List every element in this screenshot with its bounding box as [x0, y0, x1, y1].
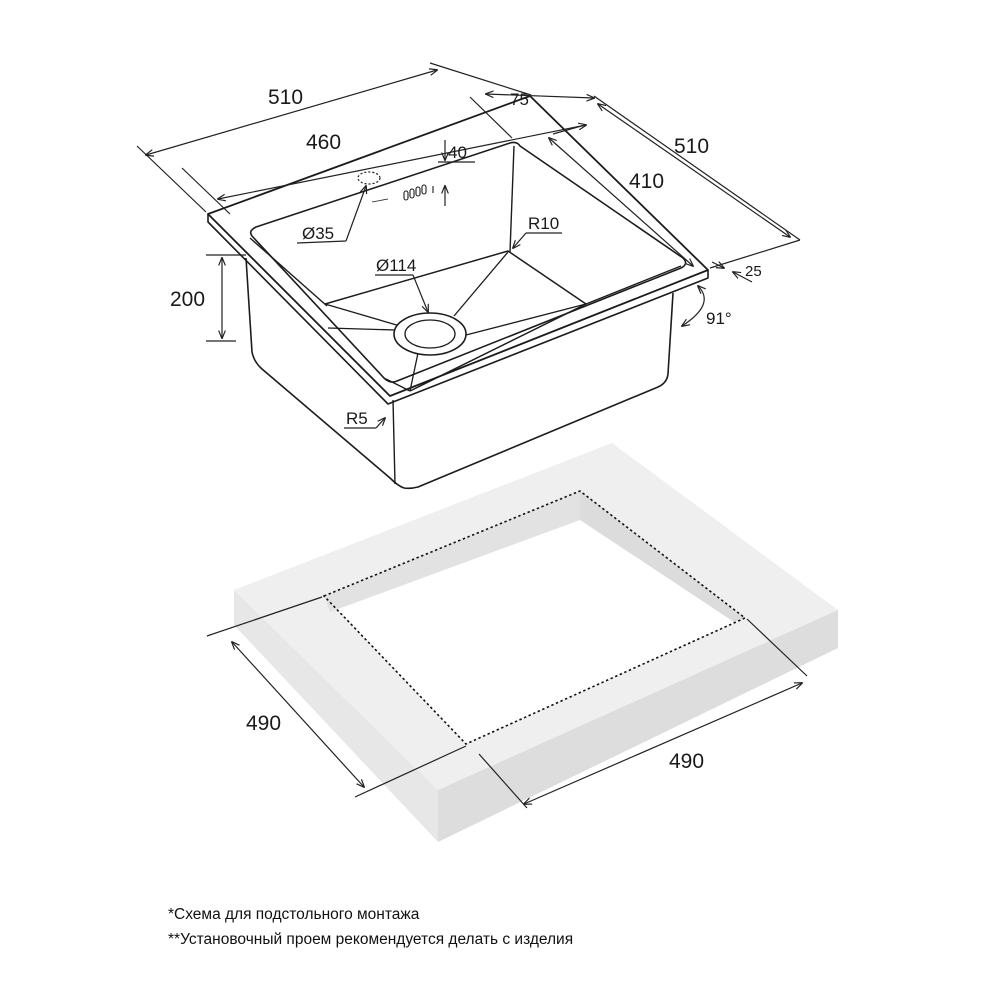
label-drain: Ø114: [376, 256, 416, 275]
note-line-2: **Установочный проем рекомендуется делат…: [168, 931, 574, 948]
leader-tap-hole: [345, 186, 366, 242]
dim-line-rim-side: [711, 262, 724, 268]
dim-line-cutout-right: [524, 683, 802, 804]
leader-drain: [412, 274, 428, 312]
label-cutout-width: 490: [669, 750, 704, 773]
dim-line-cutout-left: [232, 642, 364, 787]
dim-line-width-inner: [218, 125, 586, 199]
label-depth-inner: 410: [629, 170, 664, 193]
label-width-outer: 510: [268, 86, 303, 109]
cutout-wall-back-left: [324, 491, 580, 612]
leader-r5: [375, 418, 385, 429]
label-height: 200: [170, 288, 205, 311]
dim-line-rim-back: [486, 94, 594, 98]
sink-rim-edge: [207, 214, 709, 405]
drain-outer: [393, 312, 467, 356]
slab-top-face: [234, 443, 838, 790]
label-rim-side: 25: [745, 263, 762, 280]
sink-inner-corner-left: [249, 237, 328, 307]
drain-slope-lines: [324, 251, 587, 392]
note-line-1: *Схема для подстольного монтажа: [168, 906, 420, 923]
angle-arc: [682, 286, 704, 326]
label-tap-offset: 40: [448, 143, 467, 162]
sink-outer-corner-edge: [392, 399, 396, 485]
leader-r10: [513, 232, 527, 248]
label-tap-hole: Ø35: [302, 224, 334, 243]
label-r5: R5: [346, 409, 368, 428]
cutout-wall-back-right: [580, 491, 745, 622]
label-rim-back: 75: [510, 90, 529, 109]
label-angle: 91°: [706, 309, 732, 328]
dim-line-depth-inner: [549, 138, 693, 266]
sink-inner-corner-front: [385, 378, 411, 392]
sink-bowl-bottom: [324, 250, 587, 392]
label-width-inner: 460: [306, 131, 341, 154]
sink-inner-corner-right: [585, 265, 682, 305]
sink-outer-wall-left: [245, 257, 405, 489]
label-cutout-depth: 490: [246, 712, 281, 735]
installation-notes: *Схема для подстольного монтажа **Устано…: [168, 902, 573, 952]
dim-line-width-outer: [146, 70, 437, 155]
label-r10: R10: [528, 214, 559, 233]
slab-front-right-face: [438, 610, 838, 842]
cutout-dimensions: [206, 596, 808, 809]
countertop-slab: [234, 443, 838, 842]
label-depth-outer: 510: [674, 135, 709, 158]
drain-inner: [404, 319, 456, 349]
sink-dimension-lines: [136, 62, 801, 429]
sink-outer-wall-front: [403, 292, 674, 490]
